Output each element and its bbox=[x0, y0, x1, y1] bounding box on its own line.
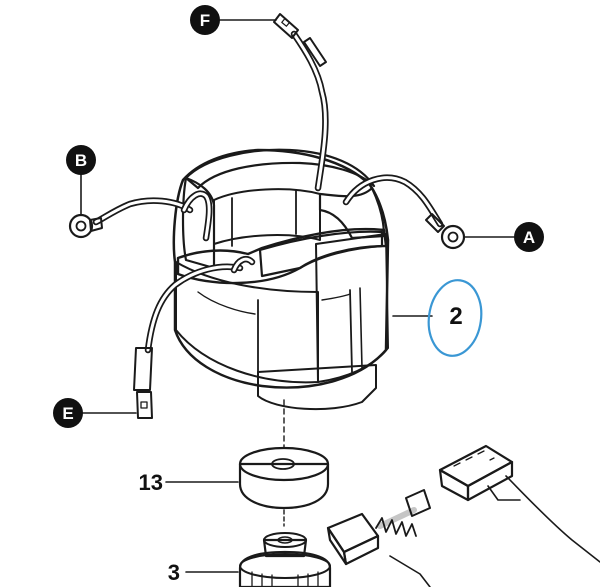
callout-e: E bbox=[53, 398, 137, 428]
bearing: 3 bbox=[168, 532, 332, 587]
terminal-connector bbox=[438, 444, 600, 563]
field-coil bbox=[172, 148, 390, 411]
part-number-2: 2 bbox=[449, 303, 462, 330]
callout-f-label: F bbox=[200, 11, 210, 30]
coil-wire-loops bbox=[180, 190, 256, 274]
insulator-washer: 13 bbox=[139, 446, 330, 510]
part-number-13: 13 bbox=[139, 470, 163, 495]
lead-wire-f bbox=[273, 13, 329, 192]
callout-b: B bbox=[66, 145, 96, 215]
callout-e-label: E bbox=[62, 404, 73, 423]
callout-a-label: A bbox=[523, 228, 535, 247]
carbon-brush bbox=[326, 489, 431, 587]
part-number-3: 3 bbox=[168, 560, 180, 585]
callout-a: A bbox=[464, 222, 544, 252]
highlight-circle bbox=[427, 279, 483, 357]
callout-b-label: B bbox=[75, 151, 87, 170]
callout-f: F bbox=[190, 5, 277, 35]
part-2-callout: 2 bbox=[392, 279, 483, 357]
lead-wire-e bbox=[133, 263, 244, 419]
lead-wire-b bbox=[68, 197, 194, 239]
lead-wire-a bbox=[342, 174, 466, 250]
